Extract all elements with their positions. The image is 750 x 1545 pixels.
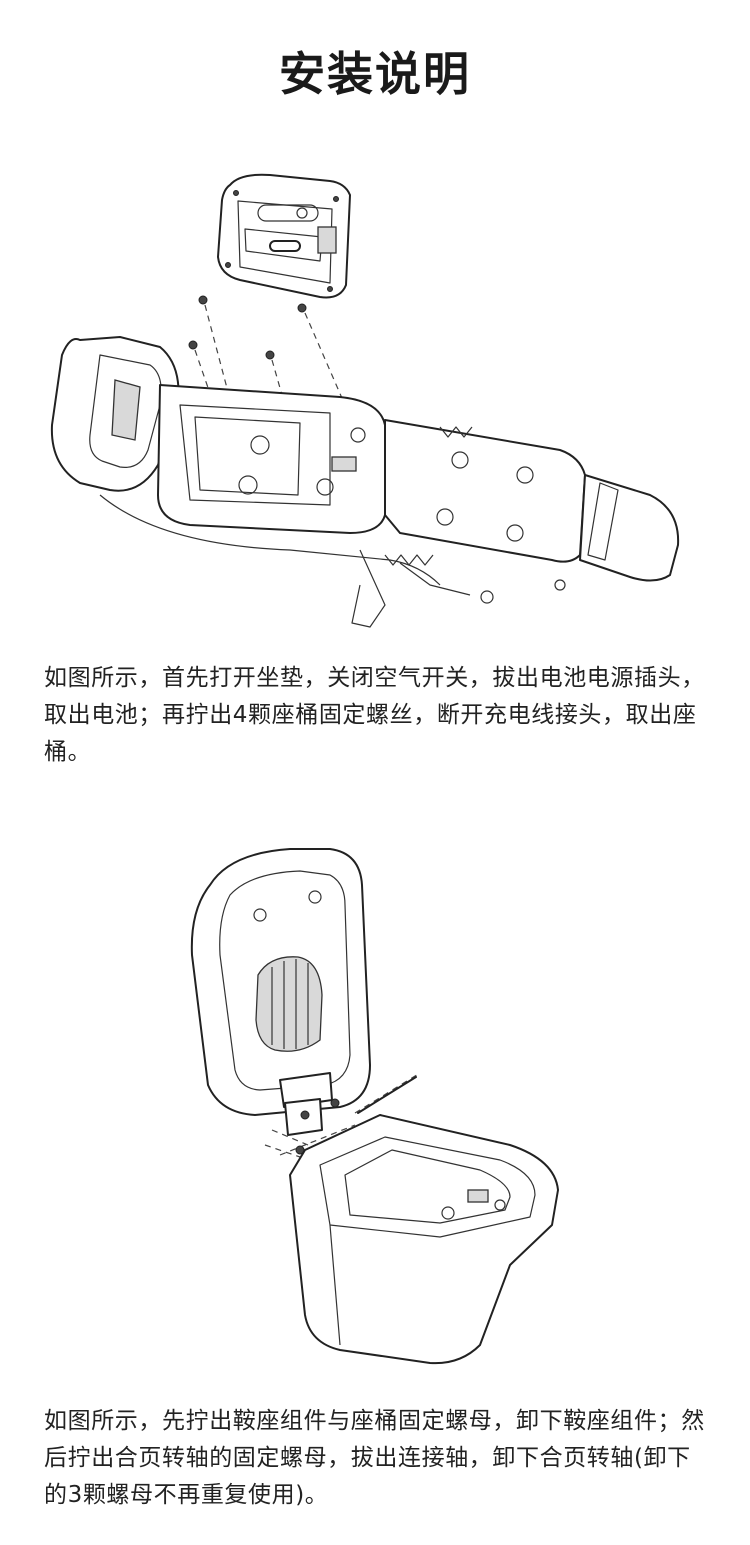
page-title: 安装说明: [279, 47, 471, 101]
scooter-seat-bucket-diagram: [50, 173, 680, 628]
seat-bucket-part: [289, 1114, 559, 1365]
saddle-assembly-part: [190, 848, 371, 1116]
step-2-text: 如图所示，先拧出鞍座组件与座桶固定螺母，卸下鞍座组件；然后拧出合页转轴的固定螺母…: [44, 1408, 705, 1508]
seat-cushion-part: [50, 336, 180, 492]
step-1-text: 如图所示，首先打开坐垫，关闭空气开关，拔出电池电源插头，取出电池；再拧出4颗座桶…: [44, 665, 705, 765]
scooter-body-part: [99, 384, 680, 628]
saddle-hinge-diagram: [190, 848, 559, 1365]
hinge-shaft-part: [264, 1072, 421, 1158]
battery-cover-part: [217, 173, 351, 299]
